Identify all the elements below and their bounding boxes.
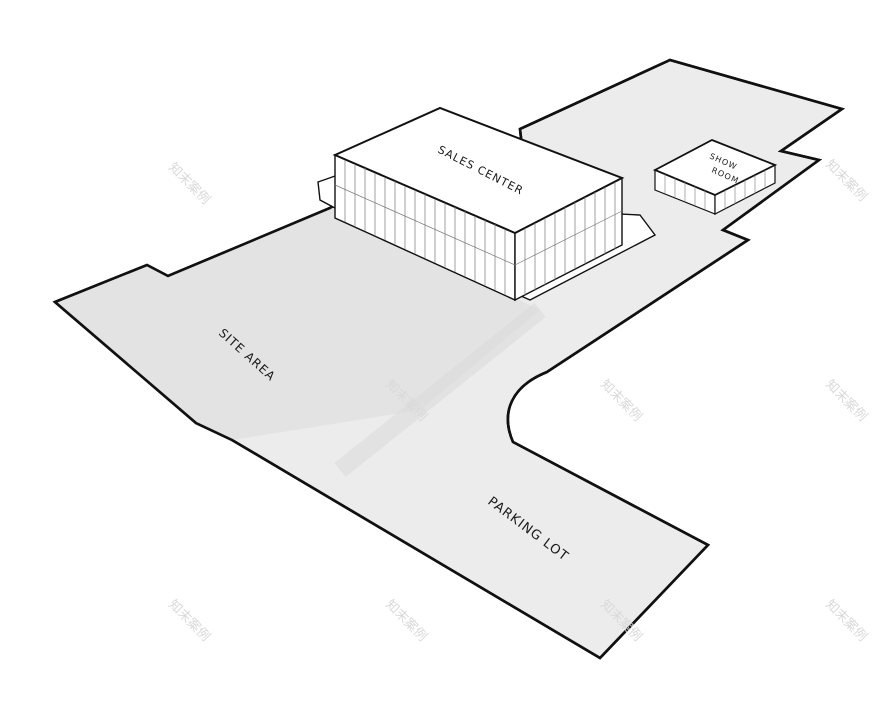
- svg-text:知末案例: 知末案例: [822, 377, 870, 425]
- site-area-zone: [55, 208, 540, 440]
- show-room-building: [652, 139, 778, 215]
- svg-text:知末案例: 知末案例: [822, 597, 870, 645]
- svg-text:知末案例: 知末案例: [597, 377, 645, 425]
- svg-text:知末案例: 知末案例: [165, 597, 213, 645]
- svg-text:知末案例: 知末案例: [822, 157, 870, 205]
- svg-text:知末案例: 知末案例: [382, 597, 430, 645]
- sales-center-building: [317, 106, 657, 302]
- site-divide: [334, 302, 546, 478]
- svg-text:知末案例: 知末案例: [165, 160, 213, 208]
